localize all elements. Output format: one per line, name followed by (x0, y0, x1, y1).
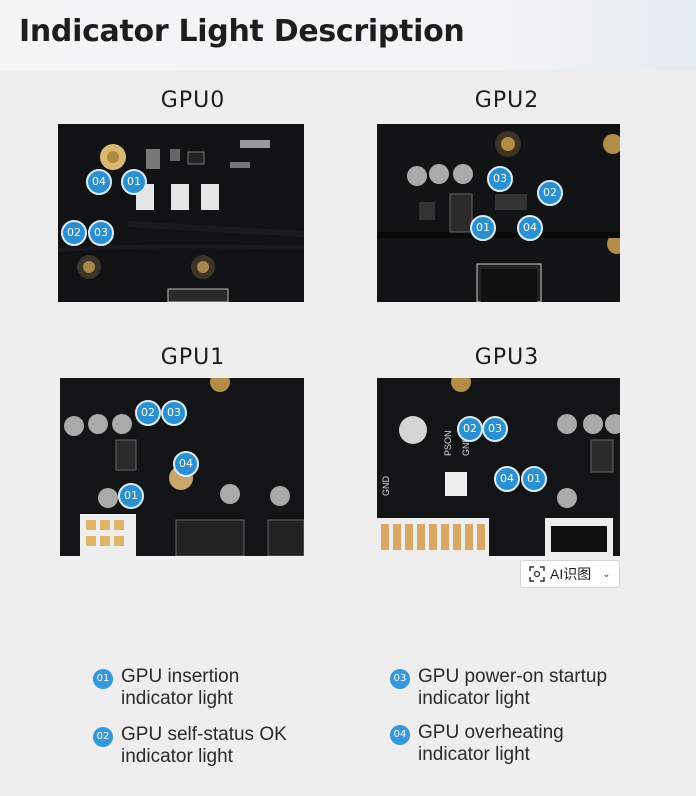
board-image: 02 03 04 01 (60, 378, 304, 556)
marker-badge: 04 (173, 451, 199, 477)
silkscreen-label: GND (381, 476, 391, 496)
legend-text: GPU self-status OK indicator light (121, 724, 287, 768)
legend-line: GPU insertion (121, 666, 240, 687)
marker-badge: 04 (494, 466, 520, 492)
gpu-label: GPU1 (160, 345, 226, 370)
legend-line: indicator light (121, 746, 233, 767)
chevron-down-icon[interactable]: ⌄ (602, 568, 611, 580)
gpu-label: GPU3 (474, 345, 540, 370)
marker-badge: 03 (482, 416, 508, 442)
legend-item: 03 GPU power-on startup indicator light (390, 666, 607, 710)
marker-badge: 01 (470, 215, 496, 241)
legend-line: indicator light (121, 688, 233, 709)
marker-badge: 02 (457, 416, 483, 442)
marker-badge: 02 (61, 220, 87, 246)
marker-badge: 02 (537, 180, 563, 206)
legend-number: 04 (390, 725, 410, 745)
legend-item: 04 GPU overheating indicator light (390, 722, 564, 766)
legend-text: GPU power-on startup indicator light (418, 666, 607, 710)
marker-badge: 03 (487, 166, 513, 192)
scan-icon (529, 566, 545, 582)
legend-line: GPU self-status OK (121, 724, 287, 745)
marker-badge: 03 (161, 400, 187, 426)
board-image: 04 01 02 03 (58, 124, 304, 302)
legend-text: GPU insertion indicator light (121, 666, 239, 710)
gpu-label: GPU0 (160, 88, 226, 113)
board-image: PSON GND GND 02 03 04 01 (377, 378, 620, 556)
legend-text: GPU overheating indicator light (418, 722, 564, 766)
gpu-label: GPU2 (474, 88, 540, 113)
ai-image-recognition-button[interactable]: AI识图 ⌄ (520, 560, 620, 588)
legend-item: 01 GPU insertion indicator light (93, 666, 239, 710)
ai-button-label: AI识图 (550, 566, 592, 582)
board-graphic (377, 378, 620, 556)
marker-badge: 01 (521, 466, 547, 492)
legend-line: GPU overheating (418, 722, 564, 743)
page-title: Indicator Light Description (19, 14, 465, 49)
header-bar: Indicator Light Description (0, 0, 696, 70)
legend-number: 02 (93, 727, 113, 747)
legend-item: 02 GPU self-status OK indicator light (93, 724, 287, 768)
marker-badge: 01 (118, 483, 144, 509)
marker-badge: 04 (86, 169, 112, 195)
board-graphic (377, 124, 620, 302)
legend-number: 03 (390, 669, 410, 689)
legend-line: GPU power-on startup (418, 666, 608, 687)
marker-badge: 01 (121, 169, 147, 195)
legend-line: indicator light (418, 744, 530, 765)
marker-badge: 03 (88, 220, 114, 246)
board-graphic (58, 124, 304, 302)
legend-line: indicator light (418, 688, 530, 709)
silkscreen-label: PSON (443, 430, 453, 456)
board-image: 03 02 01 04 (377, 124, 620, 302)
marker-badge: 04 (517, 215, 543, 241)
marker-badge: 02 (135, 400, 161, 426)
legend-number: 01 (93, 669, 113, 689)
